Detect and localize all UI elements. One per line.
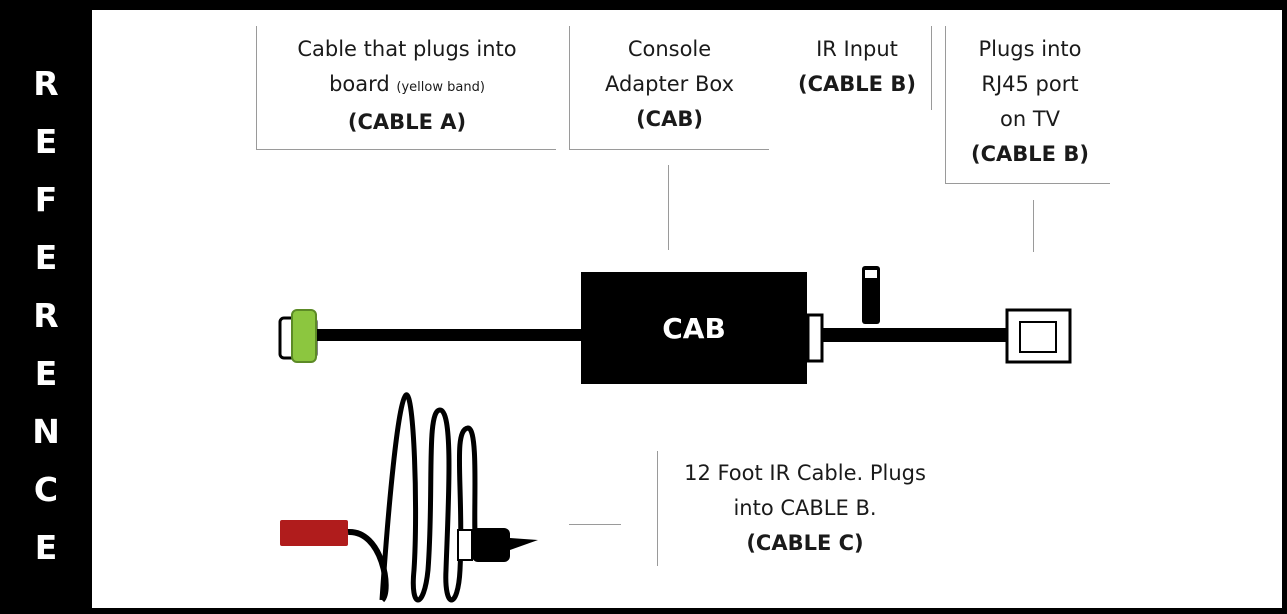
sidebar-letter: E: [34, 122, 58, 161]
ir-input-label: (CABLE B): [798, 72, 916, 96]
cab-callout: Console Adapter Box (CAB): [572, 32, 767, 137]
cab-box-body: [581, 272, 807, 384]
rj45-bracket-bottom: [945, 183, 1110, 184]
rj45-line1: Plugs into: [978, 37, 1082, 61]
sidebar-letter: F: [34, 180, 58, 219]
cable-c: [280, 392, 538, 603]
mini-jack-tip-icon: [510, 538, 538, 550]
ir-input-callout: IR Input (CABLE B): [787, 32, 927, 102]
rj45-line3: on TV: [999, 107, 1061, 131]
diagram-panel: Cable that plugs into board (yellow band…: [92, 10, 1282, 608]
ir-input-jack-highlight: [865, 270, 877, 278]
cable-b-wire: [822, 328, 1012, 342]
cable-a-line1: Cable that plugs into: [297, 37, 517, 61]
rj45-plug-inner: [1019, 321, 1057, 353]
cable-a-line2-small: (yellow band): [396, 80, 485, 95]
cab-line1: Console: [627, 37, 712, 61]
cab-leader-line: [668, 165, 669, 250]
cab-bracket-bottom: [569, 149, 769, 150]
cable-a-callout: Cable that plugs into board (yellow band…: [262, 32, 552, 140]
cable-diagram: CAB: [278, 266, 1072, 603]
cable-a-line2-main: board: [329, 72, 390, 96]
cable-a-line3: (CABLE A): [262, 105, 552, 140]
cable-b: [806, 266, 1072, 364]
rj45-leader-line: [1033, 200, 1034, 252]
mini-jack-icon: [472, 528, 510, 562]
rj45-line4: (CABLE B): [950, 137, 1110, 172]
cable-c-line2: into CABLE B.: [733, 496, 877, 520]
ir-input-line1: IR Input: [816, 37, 898, 61]
sidebar-letter: E: [34, 238, 58, 277]
cable-c-band: [457, 529, 473, 561]
rj45-callout: Plugs into RJ45 port on TV (CABLE B): [950, 32, 1110, 172]
cable-c-wire: [347, 528, 389, 603]
cable-c-label: (CABLE C): [746, 531, 864, 555]
cab-box: CAB: [581, 272, 807, 384]
cable-c-line1: 12 Foot IR Cable. Plugs: [684, 461, 926, 485]
sidebar-letter: E: [34, 354, 58, 393]
cable-a: [278, 309, 587, 363]
sidebar-letter: C: [33, 470, 59, 509]
cable-c-bracket-left: [657, 451, 658, 566]
rj45-line2: RJ45 port: [981, 72, 1079, 96]
cable-a-label: (CABLE A): [347, 110, 467, 134]
cab-line3: (CAB): [572, 102, 767, 137]
cable-c-leader-line: [569, 524, 621, 525]
ir-input-bracket-right: [931, 26, 932, 110]
cab-bracket-left: [569, 26, 570, 150]
reference-sidebar: R E F E R E N C E: [0, 0, 92, 614]
cable-a-wire: [302, 329, 587, 341]
sidebar-letter: R: [33, 296, 59, 335]
cable-a-bracket-left: [256, 26, 257, 150]
cab-label: (CAB): [636, 107, 703, 131]
sidebar-letter: N: [32, 412, 60, 451]
sidebar-letter: E: [34, 528, 58, 567]
ir-input-line2: (CABLE B): [787, 67, 927, 102]
cab-box-label: CAB: [662, 312, 726, 345]
yellow-band-icon: [291, 309, 317, 363]
rj45-plug-icon: [1005, 308, 1072, 364]
rj45-bracket-left: [945, 26, 946, 184]
cable-c-coil: [379, 392, 479, 603]
red-plug-icon: [280, 520, 348, 546]
cable-c-line3: (CABLE C): [660, 526, 950, 561]
rj45-label: (CABLE B): [971, 142, 1089, 166]
cab-line2: Adapter Box: [604, 72, 735, 96]
ir-input-jack-icon: [862, 266, 880, 324]
cable-a-line2: board (yellow band): [262, 67, 552, 105]
cable-b-port-connector: [806, 313, 824, 363]
cable-c-callout: 12 Foot IR Cable. Plugs into CABLE B. (C…: [660, 456, 950, 561]
sidebar-letter: R: [33, 64, 59, 103]
cable-a-bracket-bottom: [256, 149, 556, 150]
